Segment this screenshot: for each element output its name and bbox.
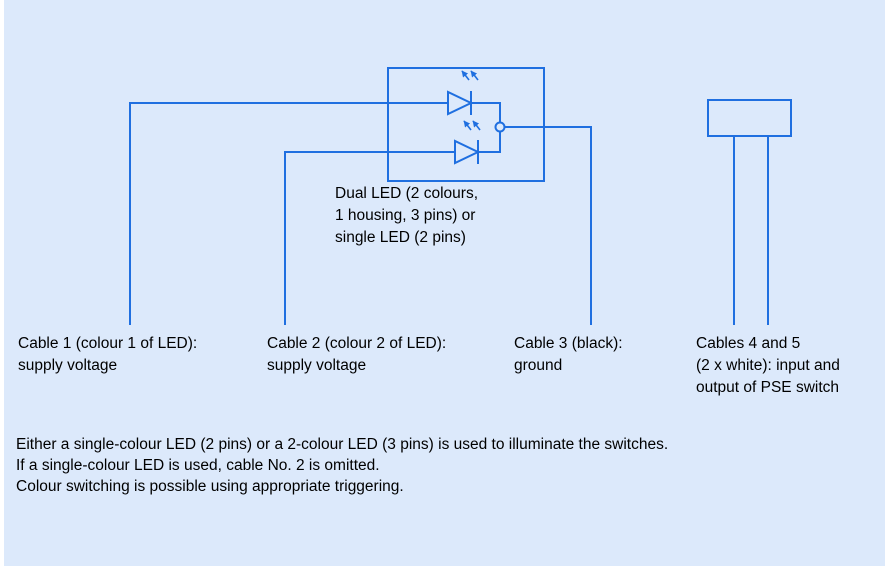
led-housing [387, 67, 545, 182]
cable-label-line: ground [514, 357, 563, 374]
switch-icon [707, 99, 792, 325]
led-diode-icon [454, 139, 481, 165]
note-line: Colour switching is possible using appro… [16, 478, 404, 495]
diagram-canvas: Dual LED (2 colours, 1 housing, 3 pins) … [4, 0, 885, 566]
cable-1-label: Cable 1 (colour 1 of LED): supply voltag… [18, 333, 197, 377]
cable-label-line: output of PSE switch [696, 379, 840, 396]
led-description-line: Dual LED (2 colours, [335, 185, 479, 202]
note-line: Either a single-colour LED (2 pins) or a… [16, 436, 669, 453]
cable-label-line: supply voltage [18, 357, 118, 374]
wiring-diagram [129, 67, 792, 325]
cable-2-wire [284, 151, 455, 325]
led-description-line: single LED (2 pins) [335, 229, 466, 246]
cable-label-line: (2 x white): input and [696, 357, 840, 374]
cable-1-wire [129, 102, 448, 325]
note-line: If a single-colour LED is used, cable No… [16, 457, 380, 474]
cable-2-label: Cable 2 (colour 2 of LED): supply voltag… [267, 333, 446, 377]
cable-label-line: Cable 2 (colour 2 of LED): [267, 335, 447, 352]
led-diode-icon [447, 90, 474, 116]
cable-label-line: supply voltage [267, 357, 367, 374]
led-description-line: 1 housing, 3 pins) or [335, 207, 476, 224]
cable-label-line: Cable 1 (colour 1 of LED): [18, 335, 198, 352]
cable-3-label: Cable 3 (black): ground [514, 333, 623, 377]
cables-4-5-label: Cables 4 and 5 (2 x white): input and ou… [696, 333, 840, 399]
light-emission-icon [461, 70, 479, 81]
explanatory-notes: Either a single-colour LED (2 pins) or a… [16, 434, 668, 497]
led-description: Dual LED (2 colours, 1 housing, 3 pins) … [335, 183, 478, 249]
cable-3-wire [504, 126, 592, 325]
cable-label-line: Cable 3 (black): [514, 335, 623, 352]
light-emission-icon [463, 120, 481, 131]
ground-node [494, 121, 506, 133]
cable-label-line: Cables 4 and 5 [696, 335, 801, 352]
